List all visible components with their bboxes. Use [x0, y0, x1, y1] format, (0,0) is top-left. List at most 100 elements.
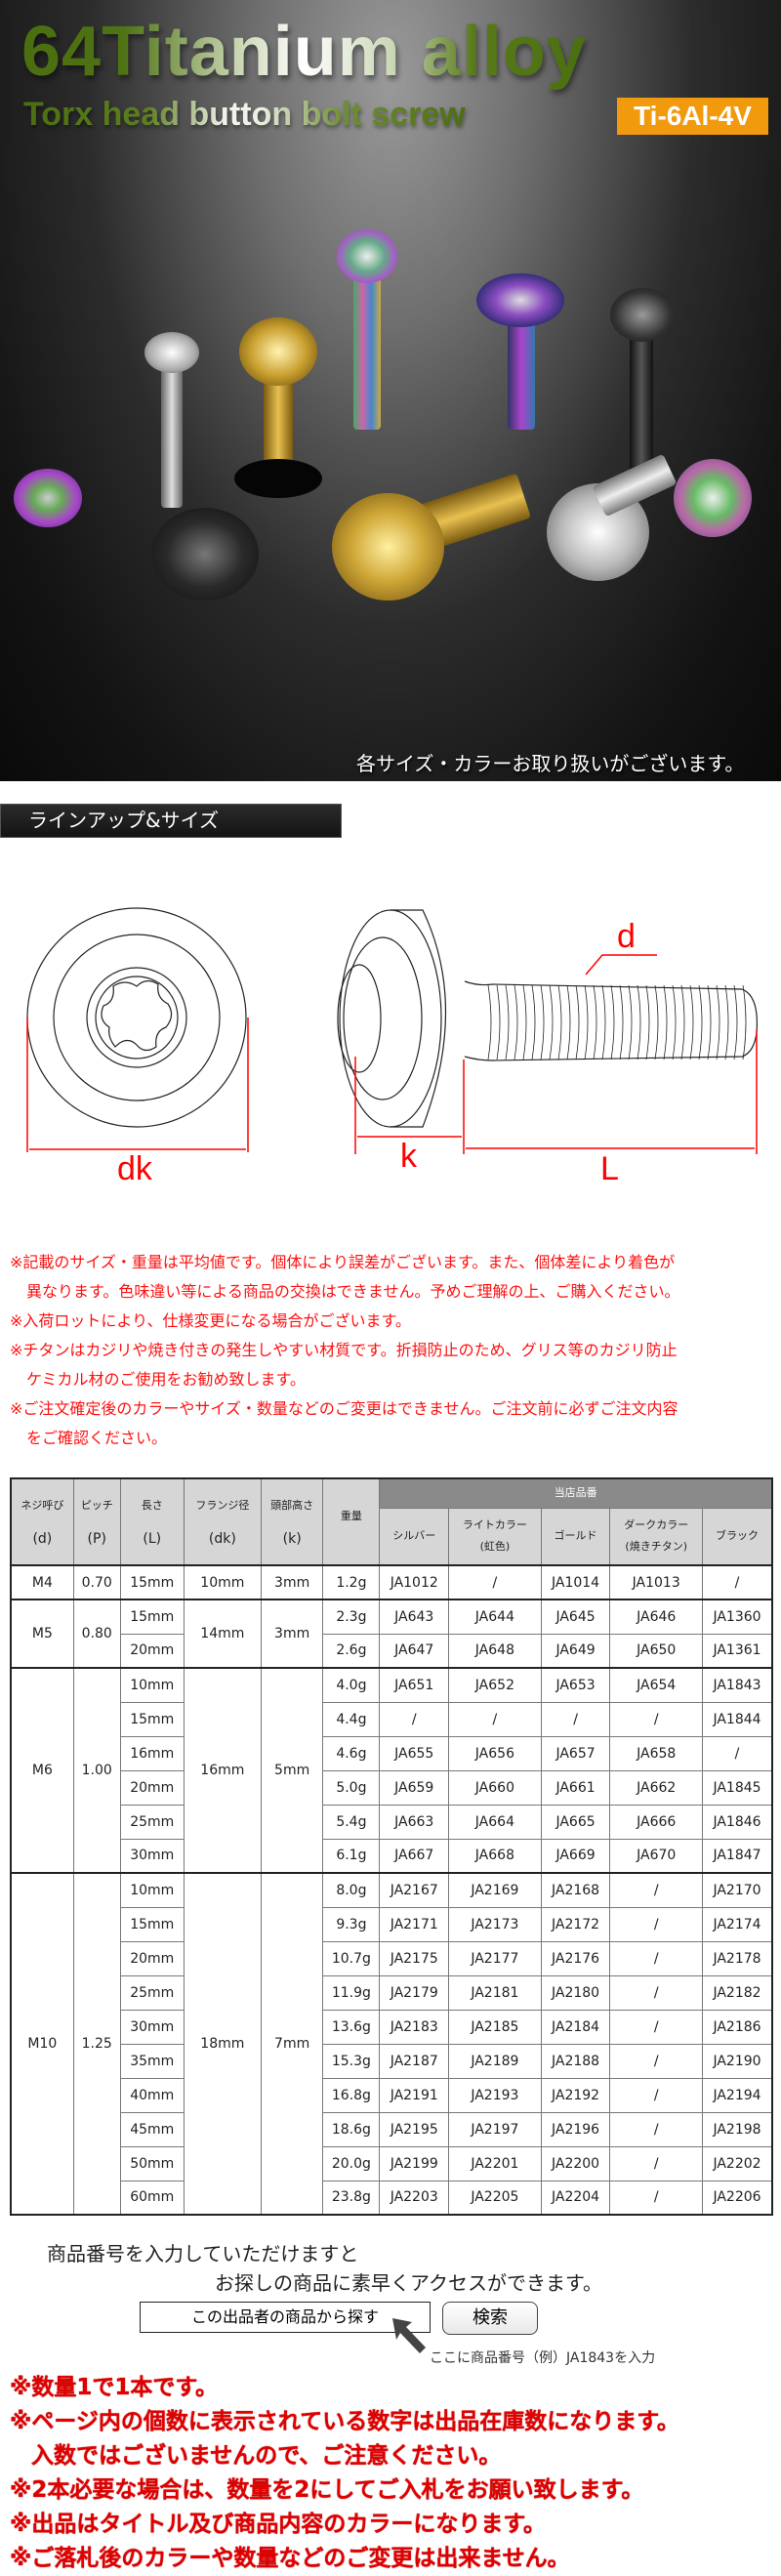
part-number: JA2184 — [540, 2009, 611, 2045]
note-line: ※チタンはカジリや焼き付きの発生しやすい材質です。折損防止のため、グリス等のカジ… — [10, 1341, 678, 1359]
thread-line — [601, 984, 606, 1060]
part-number: JA2187 — [379, 2043, 450, 2079]
part-number: JA1846 — [702, 1804, 773, 1840]
length: 60mm — [119, 2180, 185, 2216]
thread-line — [487, 984, 492, 1060]
thread-line — [505, 984, 510, 1060]
store-part-number-header: 当店品番 — [379, 1477, 773, 1509]
length: 30mm — [119, 2009, 185, 2045]
part-number: JA2191 — [379, 2077, 450, 2113]
part-number: JA1843 — [702, 1667, 773, 1703]
part-number: / — [609, 2009, 703, 2045]
column-header: フランジ径(dk) — [183, 1477, 262, 1566]
warning-line: ※ページ内の個数に表示されている数字は出品在庫数になります。 — [10, 2409, 679, 2434]
part-number: / — [609, 1872, 703, 1908]
weight: 1.2g — [322, 1564, 381, 1600]
part-number: JA2173 — [448, 1906, 542, 1942]
head-side — [390, 909, 447, 1128]
label-k: k — [400, 1138, 418, 1175]
part-number: JA2190 — [702, 2043, 773, 2079]
part-number: JA2198 — [702, 2111, 773, 2147]
part-number: JA644 — [448, 1599, 542, 1635]
search-intro-line2: お探しの商品に素早くアクセスができます。 — [215, 2271, 602, 2295]
length: 25mm — [119, 1974, 185, 2011]
thread-line — [628, 984, 633, 1060]
part-number: JA1847 — [702, 1838, 773, 1874]
part-number: JA2188 — [540, 2043, 611, 2079]
hero-caption: 各サイズ・カラーお取り扱いがございます。 — [356, 752, 745, 775]
thread-line — [496, 984, 501, 1060]
thread-line — [645, 984, 650, 1060]
alloy-badge: Ti-6Al-4V — [617, 98, 768, 135]
part-number: JA2167 — [379, 1872, 450, 1908]
part-number: / — [448, 1701, 542, 1737]
length: 35mm — [119, 2043, 185, 2079]
part-number: JA670 — [609, 1838, 703, 1874]
column-header: 重量 — [322, 1477, 381, 1566]
color-header: ダークカラー(焼きチタン) — [609, 1507, 703, 1566]
length: 20mm — [119, 1940, 185, 1976]
weight: 15.3g — [322, 2043, 381, 2079]
search-button[interactable]: 検索 — [442, 2302, 538, 2335]
thread-line — [707, 984, 712, 1060]
length: 10mm — [119, 1872, 185, 1908]
flange-outline — [26, 907, 247, 1128]
part-number: JA654 — [609, 1667, 703, 1703]
bolt-head — [151, 508, 259, 601]
note-line: ※入荷ロットにより、仕様変更になる場合がございます。 — [10, 1311, 411, 1330]
part-number: JA2199 — [379, 2145, 450, 2181]
length: 20mm — [119, 1633, 185, 1669]
weight: 4.0g — [322, 1667, 381, 1703]
color-header: ブラック — [702, 1507, 773, 1566]
part-number: JA1012 — [379, 1564, 450, 1600]
head-height: 3mm — [260, 1564, 324, 1600]
spec-table: ネジ呼び(d)ピッチ(P)長さ(L)フランジ径(dk)頭部高さ(k)重量当店品番… — [10, 1477, 773, 2216]
bolt-head — [14, 469, 82, 527]
part-number: JA2204 — [540, 2180, 611, 2216]
note-line: ※ご注文確定後のカラーやサイズ・数量などのご変更はできません。ご注文前に必ずご注… — [10, 1399, 678, 1418]
part-number: JA660 — [448, 1769, 542, 1806]
part-number: JA2169 — [448, 1872, 542, 1908]
weight: 4.6g — [322, 1735, 381, 1771]
part-number: JA2202 — [702, 2145, 773, 2181]
part-number: JA1844 — [702, 1701, 773, 1737]
part-number: JA669 — [540, 1838, 611, 1874]
bolt-silver — [161, 361, 183, 508]
part-number: JA664 — [448, 1804, 542, 1840]
seller-search-input[interactable]: この出品者の商品から探す — [140, 2302, 431, 2333]
part-number: JA655 — [379, 1735, 450, 1771]
part-number: JA2203 — [379, 2180, 450, 2216]
part-number: JA666 — [609, 1804, 703, 1840]
part-number: JA2180 — [540, 1974, 611, 2011]
thread-line — [514, 984, 518, 1060]
part-number: JA2170 — [702, 1872, 773, 1908]
flange-diameter: 10mm — [183, 1564, 262, 1600]
bolt-head — [476, 273, 564, 327]
part-number: JA2200 — [540, 2145, 611, 2181]
part-number: JA2193 — [448, 2077, 542, 2113]
part-number: JA653 — [540, 1667, 611, 1703]
part-number: JA668 — [448, 1838, 542, 1874]
color-header: ライトカラー(虹色) — [448, 1507, 542, 1566]
part-number: JA2178 — [702, 1940, 773, 1976]
part-number: JA643 — [379, 1599, 450, 1635]
warning-line: ※出品はタイトル及び商品内容のカラーになります。 — [10, 2512, 547, 2537]
flange-diameter: 18mm — [183, 1872, 262, 2216]
part-number: JA2196 — [540, 2111, 611, 2147]
part-number: JA2197 — [448, 2111, 542, 2147]
part-number: JA2183 — [379, 2009, 450, 2045]
part-number: JA650 — [609, 1633, 703, 1669]
thread-line — [619, 984, 624, 1060]
part-number: JA2194 — [702, 2077, 773, 2113]
thread-line — [575, 984, 580, 1060]
warning-line: ※2本必要な場合は、数量を2にしてご入札をお願い致します。 — [10, 2477, 644, 2503]
note-line: ケミカル材のご使用をお勧め致します。 — [26, 1370, 306, 1389]
length: 15mm — [119, 1564, 185, 1600]
